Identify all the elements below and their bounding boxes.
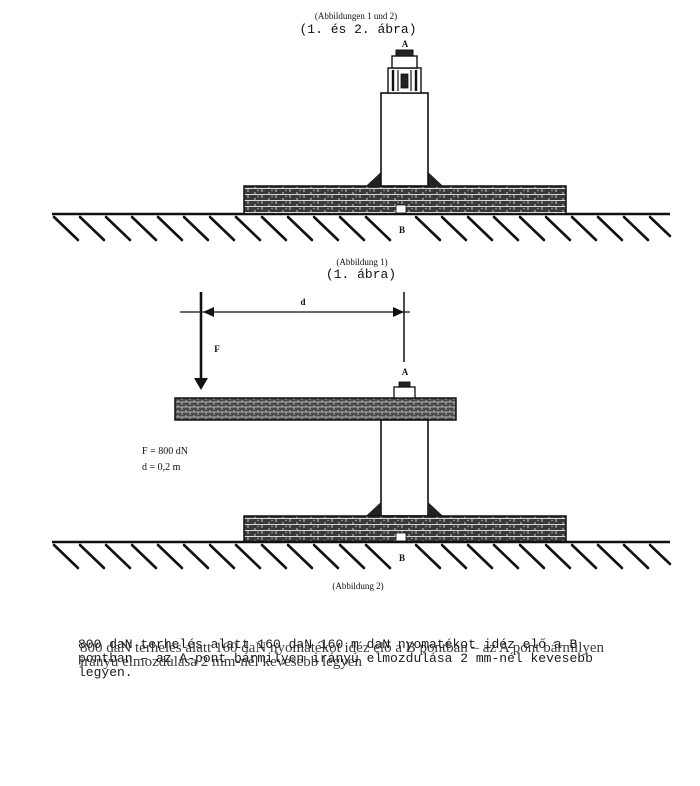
dimension-arrow-left (203, 307, 214, 317)
weld-fillet-right-fig2 (428, 502, 443, 516)
point-a-label-fig1: A (401, 39, 409, 49)
weld-fillet-left-fig2 (366, 502, 381, 516)
figure-1 (52, 49, 672, 242)
column-fig2 (380, 419, 429, 517)
force-arrow-f (194, 378, 208, 390)
ground-hatching-fig2 (52, 543, 672, 570)
clamp-fixture-fig2 (393, 381, 416, 399)
weld-fillet-right-fig1 (428, 172, 443, 186)
point-b-label-fig2: B (398, 553, 406, 563)
point-b-marker-fig2 (395, 532, 407, 542)
point-b-marker-fig1 (395, 204, 407, 214)
overlay-paragraph: 800 daN terhelés alatt 160 daN nyomatéko… (80, 640, 605, 670)
caption-top-hungarian: (1. és 2. ábra) (299, 22, 417, 37)
point-a-label-fig2: A (401, 367, 409, 377)
caption-fig1-hungarian: (1. ábra) (325, 267, 397, 282)
caption-fig1-german: (Abbildung 1) (336, 257, 388, 267)
dimension-label-d: d (300, 297, 306, 307)
point-b-label-fig1: B (398, 225, 406, 235)
caption-fig2-german: (Abbildung 2) (332, 581, 384, 591)
column-fig1 (380, 92, 429, 187)
clamp-fixture-fig1 (387, 49, 422, 94)
force-label-f: F (214, 344, 220, 354)
parameter-distance: d = 0,2 m (142, 462, 181, 473)
weld-fillet-left-fig1 (366, 172, 381, 186)
figure-2 (52, 292, 672, 570)
parameter-force: F = 800 dN (142, 446, 188, 457)
caption-top-german: (Abbildungen 1 und 2) (314, 11, 398, 21)
hungarian-paragraph: 800 daN terhelés alatt 160 daN 160 m daN… (78, 637, 593, 680)
ground-hatching-fig1 (52, 215, 672, 242)
dimension-arrow-right (393, 307, 404, 317)
lever-beam (174, 397, 457, 421)
